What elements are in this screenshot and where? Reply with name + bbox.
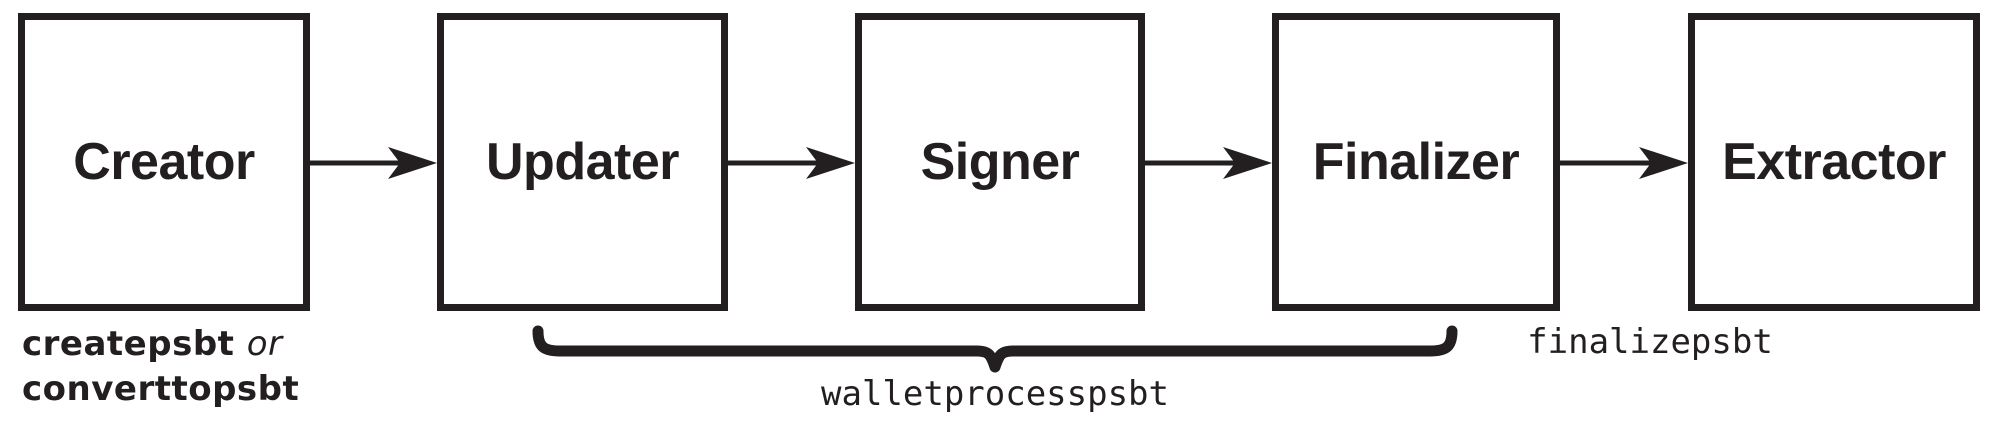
arrow-icon-signer-to-finalizer (1145, 147, 1272, 179)
stage-label-extractor: Extractor (1722, 133, 1946, 191)
stage-box-signer: Signer (855, 13, 1145, 311)
stage-label-creator: Creator (73, 133, 255, 191)
creator-command-createpsbt: createpsbt (22, 324, 235, 364)
creator-command-converttopsbt: converttopsbt (22, 369, 300, 410)
creator-command-line-2: converttopsbt (22, 367, 299, 412)
stage-box-updater: Updater (437, 13, 728, 311)
stage-box-extractor: Extractor (1688, 13, 1980, 311)
arrow-icon-updater-to-signer (728, 147, 855, 179)
brace-updater-to-finalizer (532, 325, 1458, 373)
stage-box-creator: Creator (18, 13, 310, 311)
arrow-icon-finalizer-to-extractor (1560, 147, 1688, 179)
creator-command-conjunction: or (246, 324, 283, 364)
creator-command-annotation: createpsbt or converttopsbt (22, 322, 299, 412)
stage-box-finalizer: Finalizer (1272, 13, 1560, 311)
stage-label-signer: Signer (920, 133, 1080, 191)
creator-command-line-1: createpsbt or (22, 322, 299, 367)
stage-label-finalizer: Finalizer (1312, 133, 1520, 191)
arrow-icon-creator-to-updater (310, 147, 437, 179)
brace-command-annotation: walletprocesspsbt (821, 374, 1169, 414)
stage-label-updater: Updater (486, 133, 679, 191)
extractor-command-annotation: finalizepsbt (1527, 322, 1773, 362)
